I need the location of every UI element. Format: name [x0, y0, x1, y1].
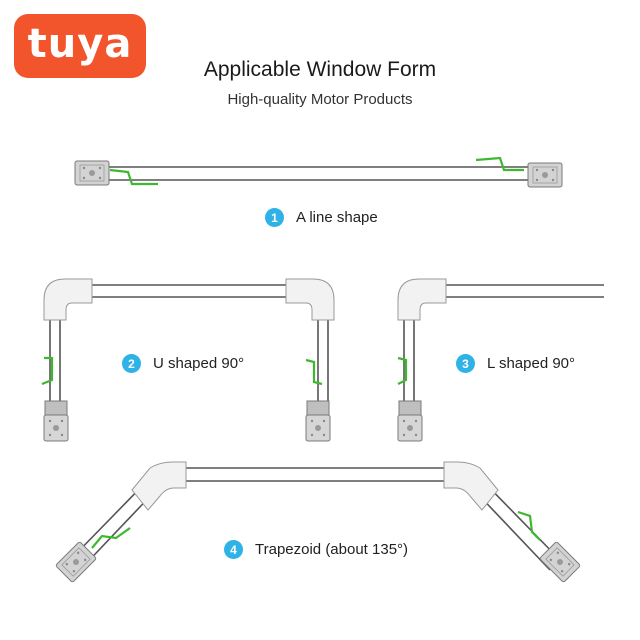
logo-text: tuya: [27, 21, 133, 67]
shape-label-text: A line shape: [296, 209, 378, 226]
shape-label-text: Trapezoid (about 135°): [255, 541, 409, 558]
shape-label-u: 2 U shaped 90°: [122, 354, 244, 373]
page-subtitle: High-quality Motor Products: [227, 91, 413, 108]
shape-number-badge: 1: [265, 208, 284, 227]
line-shape-track: [74, 156, 563, 188]
shape-number-badge: 2: [122, 354, 141, 373]
shape-label-text: U shaped 90°: [153, 355, 245, 372]
l-shape-track: [397, 278, 604, 442]
shape-number-badge: 4: [224, 540, 243, 559]
shape-label-trapezoid: 4 Trapezoid (about 135°): [224, 540, 408, 559]
page-title: Applicable Window Form: [203, 58, 437, 81]
shape-label-text: L shaped 90°: [487, 355, 576, 372]
tuya-logo: tuya: [14, 14, 146, 78]
u-shape-track: [41, 278, 335, 442]
trapezoid-track: [54, 461, 582, 584]
shape-number-badge: 3: [456, 354, 475, 373]
shape-label-l: 3 L shaped 90°: [456, 354, 575, 373]
shape-label-line: 1 A line shape: [265, 208, 378, 227]
